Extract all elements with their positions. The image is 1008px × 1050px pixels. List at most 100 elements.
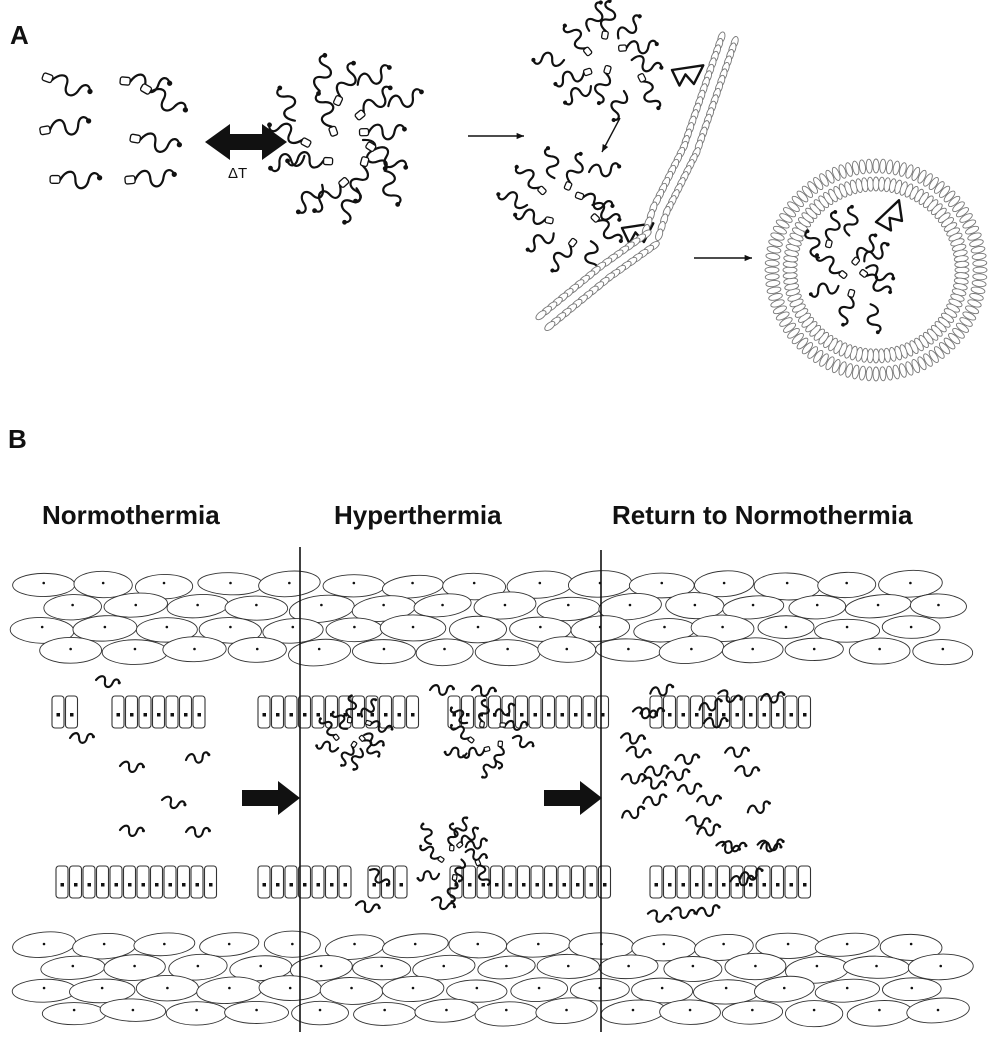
stromal-cell <box>12 572 76 597</box>
polymer-backbone <box>631 706 658 720</box>
lipid <box>858 365 866 381</box>
cell-nucleus <box>262 713 266 717</box>
cell-nucleus <box>538 581 542 585</box>
epithelial-cell <box>676 865 690 899</box>
polymer-head <box>618 44 628 52</box>
polymer-backbone <box>340 187 362 224</box>
stromal-cell <box>353 1002 417 1026</box>
polymer-backbone <box>639 707 665 719</box>
polymer-end-dot <box>352 767 356 771</box>
lipid <box>768 293 783 301</box>
cell-nucleus <box>776 883 780 887</box>
lipid <box>959 213 973 223</box>
polymer-head <box>563 181 573 191</box>
lipid <box>938 342 951 355</box>
polymer-end-dot <box>578 151 583 156</box>
polymer-head <box>39 125 51 136</box>
polymer-end-dot <box>671 685 675 689</box>
polymer-chain <box>550 237 578 273</box>
cell-nucleus <box>382 647 386 651</box>
stromal-cell <box>474 639 541 667</box>
epithelial-cell <box>176 865 191 899</box>
stromal-cell <box>598 592 662 621</box>
polymer-chain <box>616 14 642 40</box>
polymer-head <box>568 237 578 248</box>
polymer-chain <box>124 169 177 188</box>
polymer-end-dot <box>725 719 729 723</box>
polymer-chain <box>345 694 358 724</box>
cell-nucleus <box>128 883 132 887</box>
polymer-end-dot <box>611 117 616 122</box>
polymer-end-dot <box>387 882 391 886</box>
cell-nucleus <box>495 883 499 887</box>
polymer-chain <box>631 706 658 720</box>
polymer-backbone <box>625 39 658 55</box>
lipid <box>886 365 894 381</box>
cell-nucleus <box>229 581 232 585</box>
polymer-end-dot <box>476 826 479 830</box>
polymer-chain <box>587 162 622 178</box>
polymer-backbone <box>368 868 391 886</box>
cell-nucleus <box>69 647 72 651</box>
polymer-chain <box>759 838 785 852</box>
cell-nucleus <box>627 647 630 651</box>
polymer-end-dot <box>450 706 453 710</box>
polymer-chain <box>419 844 445 863</box>
cell-nucleus <box>875 964 878 968</box>
polymer-backbone <box>630 55 663 73</box>
epithelial-cell <box>757 865 771 899</box>
polymer-end-dot <box>693 911 697 915</box>
polymer-chain <box>470 684 497 698</box>
cell-nucleus <box>722 942 725 946</box>
epithelial-cell <box>151 695 166 729</box>
polymer-chain <box>449 706 469 725</box>
polymer-chain <box>39 116 92 136</box>
cell-nucleus <box>708 883 712 887</box>
cell-nucleus <box>878 647 881 651</box>
polymer-end-dot <box>781 839 785 844</box>
stromal-cell <box>415 638 474 667</box>
polymer-end-dot <box>885 242 890 247</box>
polymer-end-dot <box>719 699 723 703</box>
polymer-head <box>859 269 869 278</box>
polymer-chain <box>285 151 334 169</box>
polymer-end-dot <box>663 783 668 787</box>
cell-nucleus <box>688 1008 692 1012</box>
epithelial-cell <box>489 865 504 899</box>
polymer-chain <box>382 169 402 207</box>
stromal-cell <box>722 595 785 620</box>
lipid <box>892 160 900 176</box>
cell-nucleus <box>195 1008 198 1012</box>
epithelial-cell <box>68 865 83 899</box>
polymer-end-dot <box>443 750 447 754</box>
polymer-backbone <box>734 765 760 778</box>
polymer-end-dot <box>402 126 407 132</box>
epithelial-cell <box>284 695 298 729</box>
lipid <box>952 327 965 339</box>
lipid <box>852 364 860 380</box>
polymer-chain <box>430 896 456 911</box>
polymer-end-dot <box>484 838 488 842</box>
polymer-chain <box>696 823 722 837</box>
polymer-chain <box>358 123 407 141</box>
cell-nucleus <box>789 713 793 717</box>
lipid <box>796 190 809 203</box>
polymer-chain <box>478 698 490 728</box>
polymer-head <box>467 736 475 744</box>
stromal-cell <box>291 1000 349 1026</box>
polymer-chain <box>724 746 751 759</box>
cell-nucleus <box>566 964 570 968</box>
polymer-backbone <box>696 794 722 807</box>
polymer-chain <box>318 717 340 741</box>
lipid <box>783 207 797 218</box>
polymer-head <box>49 174 61 184</box>
lipid <box>972 273 988 281</box>
lipid <box>770 299 785 308</box>
lipid <box>845 363 853 378</box>
epithelial-cell <box>163 865 177 899</box>
process-arrow-head <box>744 254 752 262</box>
cell-nucleus <box>663 625 666 629</box>
polymer-backbone <box>863 242 889 263</box>
polymer-chain <box>585 0 604 32</box>
polymer-backbone <box>642 793 667 807</box>
